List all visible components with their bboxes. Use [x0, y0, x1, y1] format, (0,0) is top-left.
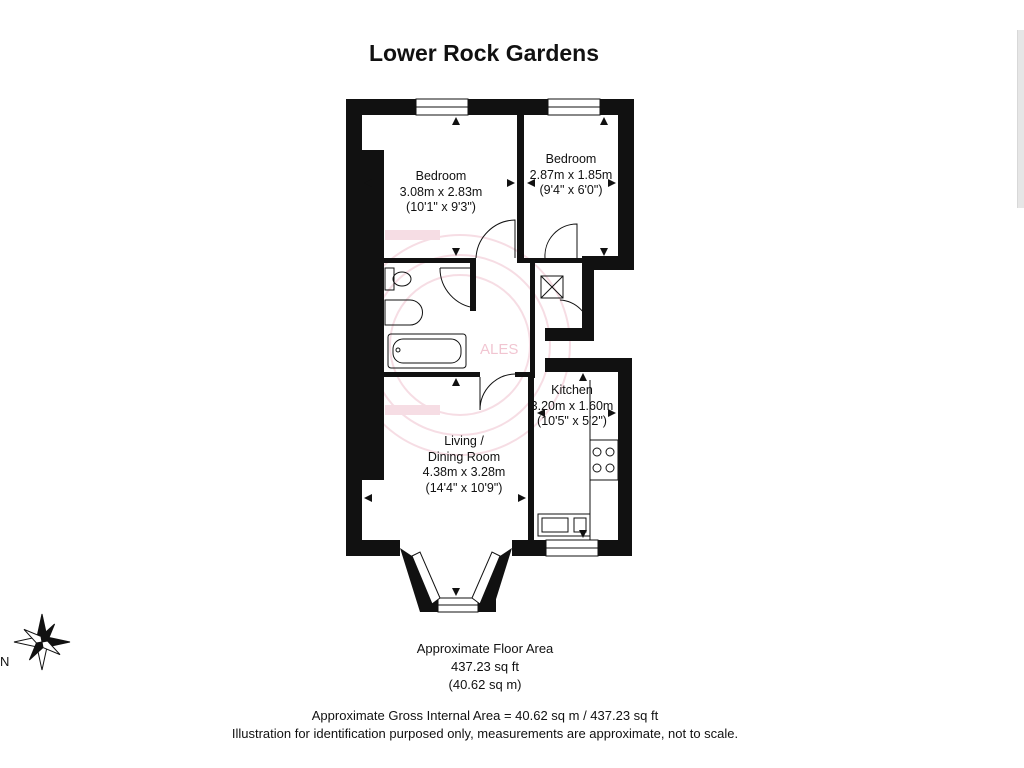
room-label-bedroom-2: Bedroom 2.87m x 1.85m (9'4" x 6'0") — [530, 152, 613, 199]
room-metric: 3.20m x 1.60m — [530, 398, 614, 413]
room-name: Kitchen — [551, 383, 593, 397]
outer-walls — [346, 99, 634, 612]
room-metric: 4.38m x 3.28m — [422, 465, 506, 479]
plan-title: Lower Rock Gardens — [368, 40, 600, 66]
watermark-text: ALES — [480, 341, 518, 358]
room-label-living: Living / Dining Room 4.38m x 3.28m (14'4… — [423, 434, 506, 496]
storage-cupboard — [540, 275, 564, 299]
interior-walls — [384, 115, 582, 540]
floor-area-summary: Approximate Floor Area 437.23 sq ft (40.… — [417, 640, 554, 694]
bathroom-fixtures — [384, 267, 467, 369]
floor-area-heading: Approximate Floor Area — [416, 641, 554, 656]
windows — [411, 98, 601, 613]
kitchen-fixtures — [537, 380, 619, 540]
room-name: Bedroom — [545, 152, 597, 166]
footer-notes: Approximate Gross Internal Area = 40.62 … — [232, 707, 738, 743]
footer-disclaimer: Illustration for identification purposed… — [231, 726, 739, 741]
room-name-line1: Living / — [444, 434, 484, 448]
dimension-arrows — [364, 117, 616, 596]
room-imperial: (14'4" x 10'9") — [425, 480, 503, 495]
room-metric: 2.87m x 1.85m — [529, 167, 613, 182]
room-name: Bedroom — [415, 169, 467, 183]
room-name-line2: Dining Room — [427, 449, 501, 464]
compass-icon — [13, 613, 71, 671]
floor-area-sqft: 437.23 sq ft — [451, 659, 519, 674]
room-imperial: (10'5" x 5'2") — [537, 414, 607, 428]
room-imperial: (10'1" x 9'3") — [406, 200, 476, 214]
room-label-bedroom-1: Bedroom 3.08m x 2.83m (10'1" x 9'3") — [400, 169, 483, 216]
room-label-kitchen: Kitchen 3.20m x 1.60m (10'5" x 5'2") — [531, 383, 614, 430]
doors — [439, 219, 591, 411]
compass-north-label: N — [0, 654, 10, 669]
scrollbar[interactable] — [1017, 30, 1024, 208]
footer-gross-area: Approximate Gross Internal Area = 40.62 … — [311, 708, 659, 723]
room-metric: 3.08m x 2.83m — [399, 184, 483, 199]
floor-area-sqm: (40.62 sq m) — [448, 677, 522, 692]
room-imperial: (9'4" x 6'0") — [539, 183, 603, 197]
